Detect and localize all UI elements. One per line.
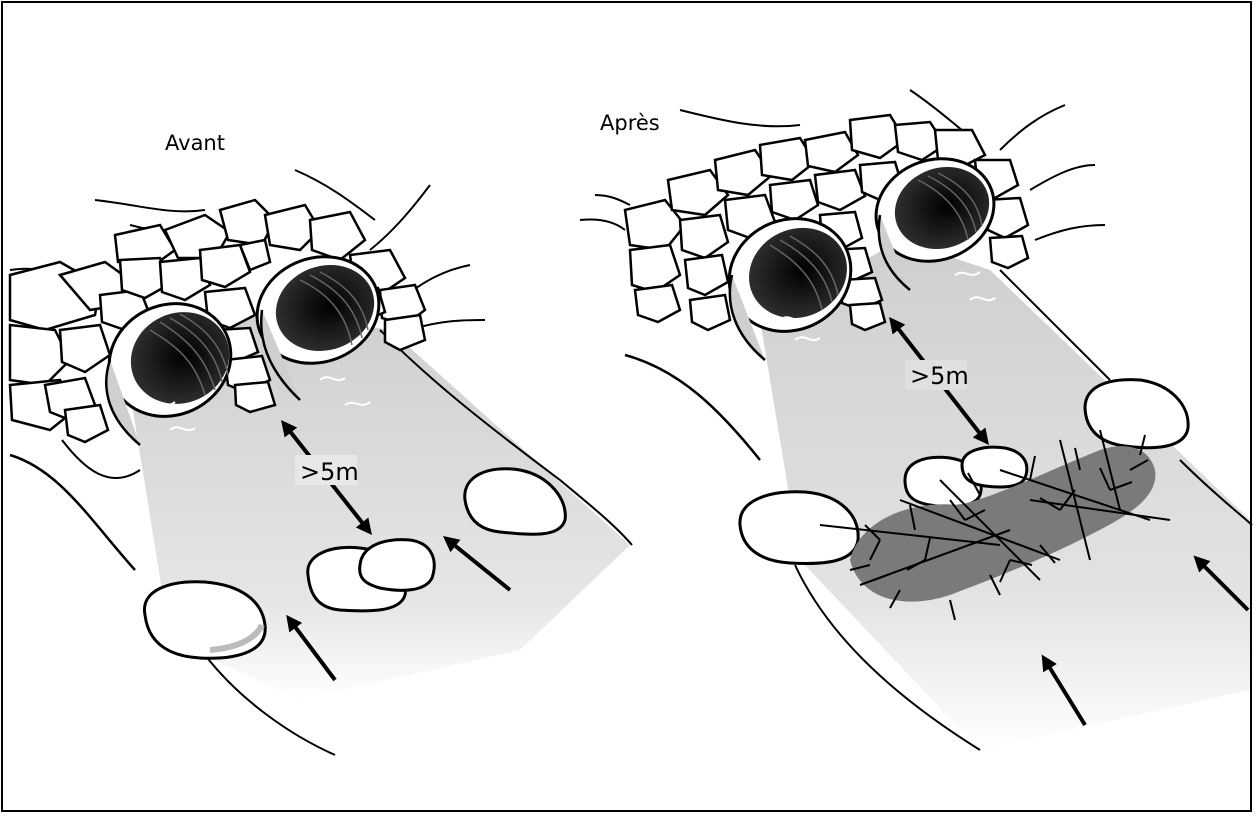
panel-before: >5m Avant bbox=[10, 131, 632, 755]
bank-line bbox=[62, 440, 140, 478]
bank-line bbox=[10, 455, 135, 570]
rock-icon bbox=[360, 540, 435, 591]
panel-after: >5m Après bbox=[580, 90, 1252, 750]
panel-title: Après bbox=[600, 111, 660, 135]
bank-line bbox=[625, 355, 760, 460]
distance-label: >5m bbox=[910, 362, 969, 390]
panel-title: Avant bbox=[165, 131, 225, 155]
rock-icon bbox=[1085, 380, 1188, 448]
distance-label: >5m bbox=[300, 458, 359, 486]
